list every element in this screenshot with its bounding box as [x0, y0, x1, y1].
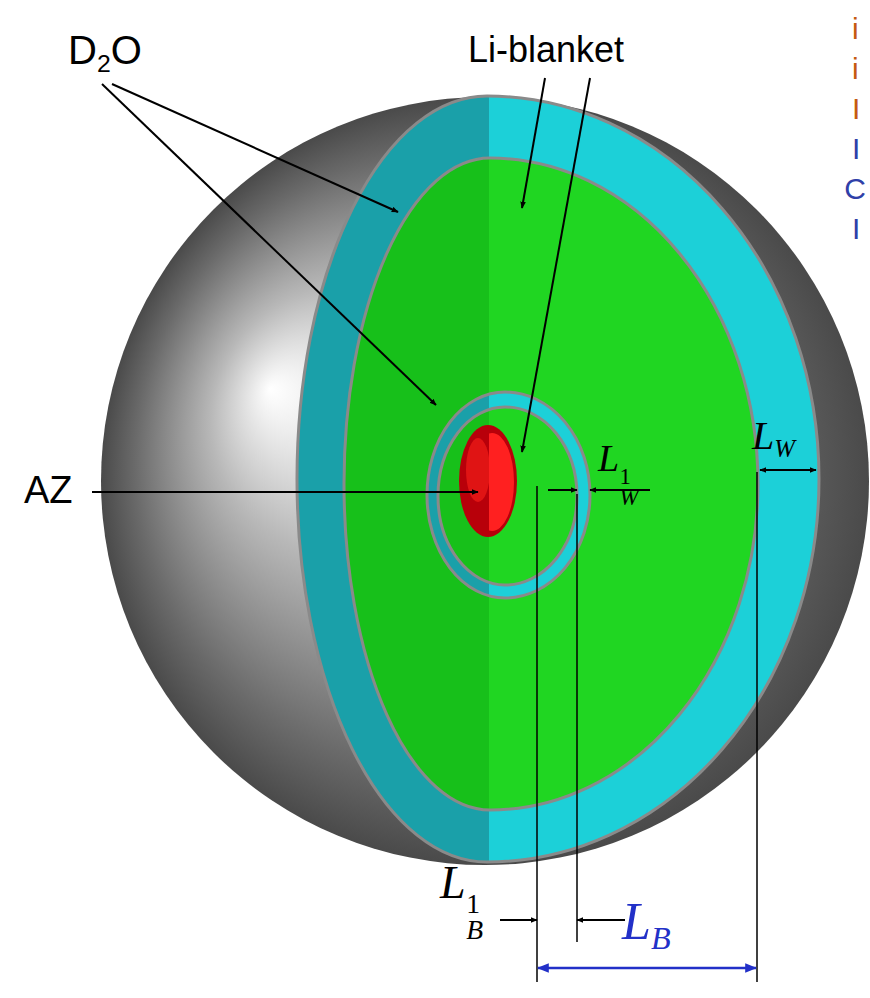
core-face	[489, 433, 514, 531]
text-fragment: i	[852, 12, 859, 45]
extension-line	[576, 494, 578, 942]
inner-li-blanket	[438, 407, 577, 585]
cut-face-right	[489, 392, 590, 598]
dimension-lines	[500, 470, 816, 982]
text-fragment: C	[844, 172, 866, 205]
text-fragment: I	[852, 132, 860, 165]
cut-face-left	[427, 392, 489, 598]
text-fragment: I	[852, 92, 860, 125]
dimension-arrow	[760, 469, 816, 471]
cut-face-right	[489, 407, 577, 585]
cut-face-right	[489, 158, 758, 810]
dimension-label: LB1	[440, 858, 483, 944]
leader-lines	[92, 78, 590, 492]
dimension-arrow	[538, 967, 756, 970]
part-label: AZ	[24, 470, 73, 512]
sphere-shell	[101, 97, 869, 865]
material-label: Li-blanket	[468, 30, 624, 70]
inner-d2o-layer	[427, 392, 590, 598]
dimension-label: LW1	[598, 438, 639, 509]
text-fragment: i	[852, 52, 859, 85]
text-fragment: I	[852, 212, 860, 245]
dimension-label: LW	[752, 414, 795, 462]
dimension-label: LB	[622, 893, 671, 957]
layer-border	[438, 407, 577, 585]
dimension-arrow	[577, 919, 625, 921]
dimension-arrow	[548, 489, 577, 491]
cut-face-left	[297, 96, 489, 862]
leader-line	[112, 84, 398, 212]
leader-line	[92, 491, 478, 493]
outer-li-blanket	[344, 158, 758, 810]
cut-face-left	[438, 407, 489, 585]
layer-border	[297, 96, 819, 862]
dimension-arrow	[500, 919, 537, 921]
active-zone	[459, 425, 517, 537]
leader-line	[522, 78, 590, 452]
layer-border	[427, 392, 590, 598]
extension-line	[536, 486, 538, 982]
outer-d2o-layer	[297, 96, 819, 862]
extension-line	[756, 472, 758, 982]
material-label: D2O	[68, 28, 142, 77]
leader-line	[522, 78, 545, 208]
leader-line	[102, 84, 436, 405]
core-body	[459, 425, 517, 537]
cut-face-right	[489, 96, 819, 862]
cut-face-left	[344, 158, 489, 810]
layer-border	[344, 158, 758, 810]
